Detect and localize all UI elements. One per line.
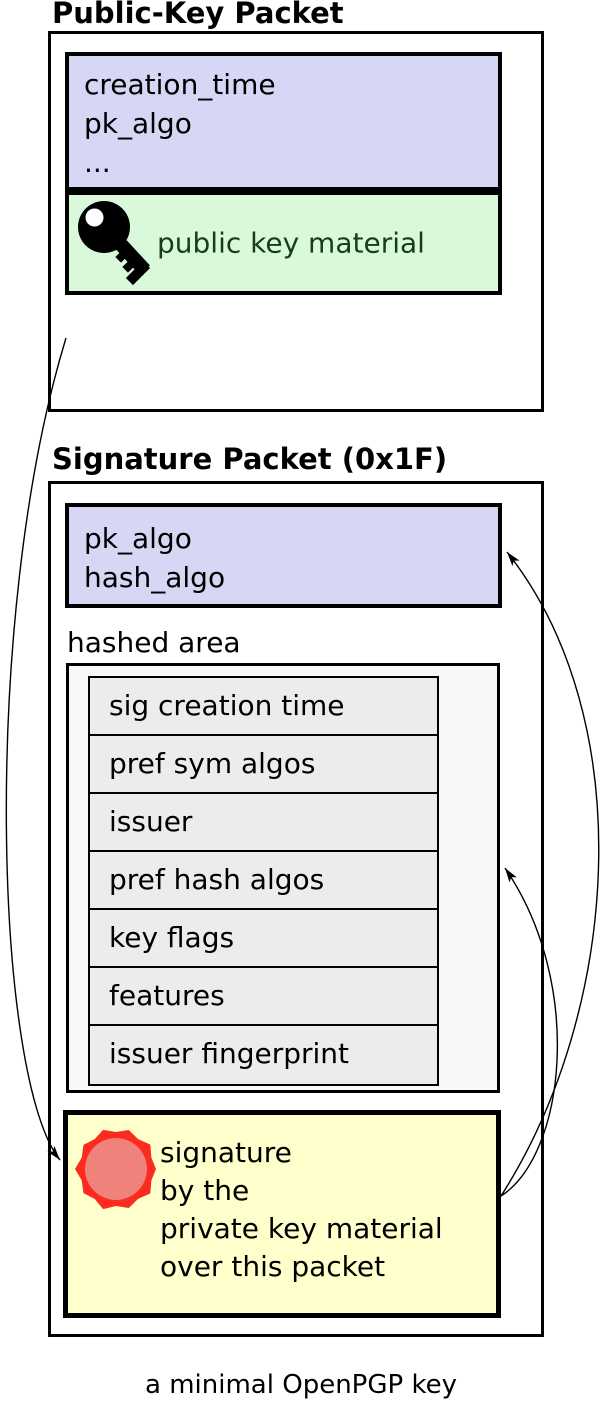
subpacket-table: sig creation time pref sym algos issuer … — [88, 676, 439, 1086]
public-key-packet-title: Public-Key Packet — [52, 0, 344, 30]
subpacket-key-flags: key flags — [90, 910, 437, 968]
red-seal-icon — [75, 1129, 156, 1210]
signature-packet-title: Signature Packet (0x1F) — [52, 442, 448, 476]
subpacket-issuer: issuer — [90, 794, 437, 852]
public-key-material-box: public key material — [65, 191, 502, 295]
public-key-fields-box: creation_time pk_algo ... — [65, 52, 502, 191]
hashed-area-label: hashed area — [67, 626, 241, 659]
subpacket-sig-creation-time: sig creation time — [90, 678, 437, 736]
field-pk-algo: pk_algo — [84, 522, 192, 555]
signature-value-box: signature by the private key material ov… — [63, 1110, 501, 1318]
signature-line: over this packet — [160, 1250, 386, 1283]
key-icon — [78, 201, 151, 286]
subpacket-pref-hash-algos: pref hash algos — [90, 852, 437, 910]
subpacket-pref-sym-algos: pref sym algos — [90, 736, 437, 794]
diagram-caption: a minimal OpenPGP key — [145, 1370, 457, 1400]
signature-description: signature by the private key material ov… — [160, 1134, 443, 1286]
signature-line: private key material — [160, 1212, 443, 1245]
signature-line: by the — [160, 1174, 250, 1207]
field-ellipsis: ... — [84, 146, 111, 179]
public-key-material-label: public key material — [157, 226, 425, 260]
signature-line: signature — [160, 1136, 292, 1169]
field-pk-algo: pk_algo — [84, 107, 192, 140]
signature-fields-box: pk_algo hash_algo — [65, 503, 502, 608]
field-hash-algo: hash_algo — [84, 561, 226, 594]
subpacket-issuer-fingerprint: issuer fingerprint — [90, 1026, 437, 1084]
subpacket-features: features — [90, 968, 437, 1026]
seal-center — [85, 1138, 147, 1200]
field-creation-time: creation_time — [84, 68, 276, 101]
